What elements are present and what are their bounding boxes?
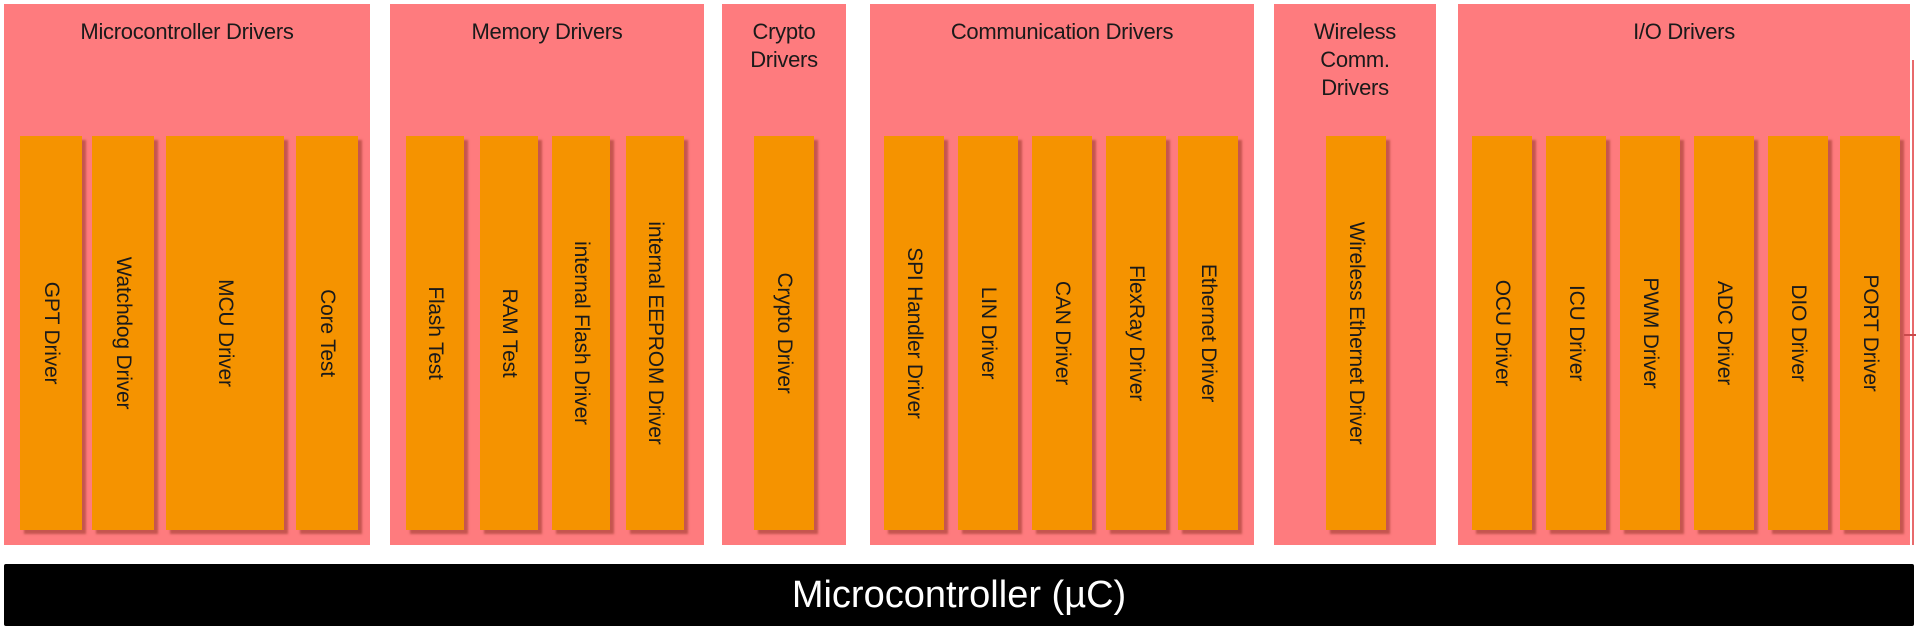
base-layer-label: Microcontroller (µC) [791,574,1127,616]
group-wireless-comm-drivers: Wireless Comm. Drivers Wireless Ethernet… [1274,4,1436,545]
module-label: Crypto Driver [773,272,796,394]
module-flexray-driver: FlexRay Driver [1106,136,1166,530]
module-port-driver: PORT Driver [1840,136,1900,530]
module-label: Wireless Ethernet Driver [1345,221,1368,445]
module-label: ADC Driver [1713,280,1736,386]
edge-divider-line [1912,60,1914,545]
module-label: DIO Driver [1787,284,1810,382]
module-internal-flash-driver: internal Flash Driver [552,136,610,530]
group-microcontroller-drivers: Microcontroller Drivers GPT Driver Watch… [4,4,370,545]
group-memory-drivers: Memory Drivers Flash Test RAM Test inter… [390,4,704,545]
module-label: PWM Driver [1639,277,1662,389]
module-ram-test: RAM Test [480,136,538,530]
group-title: Microcontroller Drivers [80,19,294,44]
group-io-drivers: I/O Drivers OCU Driver ICU Driver PWM Dr… [1458,4,1910,545]
module-adc-driver: ADC Driver [1694,136,1754,530]
module-label: Ethernet Driver [1197,263,1220,403]
module-label: RAM Test [498,288,521,378]
module-ocu-driver: OCU Driver [1472,136,1532,530]
microcontroller-base-layer: Microcontroller (µC) [4,564,1914,626]
module-label: LIN Driver [977,286,1000,380]
module-core-test: Core Test [296,136,358,530]
module-ethernet-driver: Ethernet Driver [1178,136,1238,530]
group-title: Wireless Comm. Drivers [1314,19,1396,100]
module-flash-test: Flash Test [406,136,464,530]
module-pwm-driver: PWM Driver [1620,136,1680,530]
module-label: ICU Driver [1565,285,1588,381]
group-title: Communication Drivers [950,19,1174,44]
module-watchdog-driver: Watchdog Driver [92,136,154,530]
module-label: GPT Driver [40,281,63,385]
module-label: MCU Driver [214,279,237,387]
module-dio-driver: DIO Driver [1768,136,1828,530]
module-label: OCU Driver [1491,279,1514,387]
module-spi-handler-driver: SPI Handler Driver [884,136,944,530]
module-label: SPI Handler Driver [903,247,926,419]
group-crypto-drivers: Crypto Drivers Crypto Driver [722,4,846,545]
module-internal-eeprom-driver: internal EEPROM Driver [626,136,684,530]
module-label: internal EEPROM Driver [644,221,667,445]
group-communication-drivers: Communication Drivers SPI Handler Driver… [870,4,1254,545]
module-label: FlexRay Driver [1125,264,1148,402]
module-label: Flash Test [424,286,447,380]
group-title: I/O Drivers [1633,19,1735,44]
group-title: Crypto Drivers [750,19,818,72]
edge-tick-mark [1904,334,1916,336]
module-lin-driver: LIN Driver [958,136,1018,530]
module-label: PORT Driver [1859,274,1882,392]
module-icu-driver: ICU Driver [1546,136,1606,530]
module-label: internal Flash Driver [570,241,593,425]
module-gpt-driver: GPT Driver [20,136,82,530]
module-label: CAN Driver [1051,280,1074,386]
module-label: Core Test [316,289,339,377]
module-crypto-driver: Crypto Driver [754,136,814,530]
module-mcu-driver: MCU Driver [166,136,284,530]
module-wireless-ethernet-driver: Wireless Ethernet Driver [1326,136,1386,530]
module-can-driver: CAN Driver [1032,136,1092,530]
group-title: Memory Drivers [471,19,623,44]
module-label: Watchdog Driver [112,256,135,410]
